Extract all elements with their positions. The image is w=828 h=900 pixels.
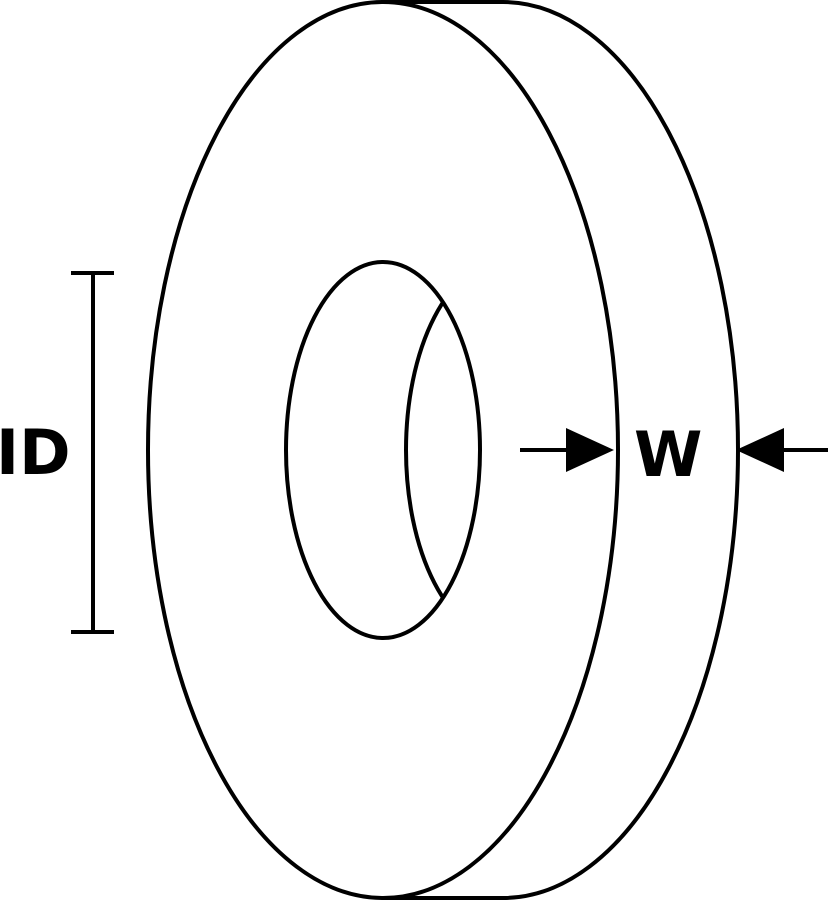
washer-hole <box>284 260 482 640</box>
washer-hole-back-edge <box>404 262 480 638</box>
id-label: ID <box>0 416 71 489</box>
washer-front-face <box>146 0 620 900</box>
width-label: W <box>634 418 702 491</box>
id-dimension-bracket <box>71 271 114 634</box>
width-arrow-left-head <box>566 428 614 472</box>
width-arrow-right-head <box>736 428 784 472</box>
